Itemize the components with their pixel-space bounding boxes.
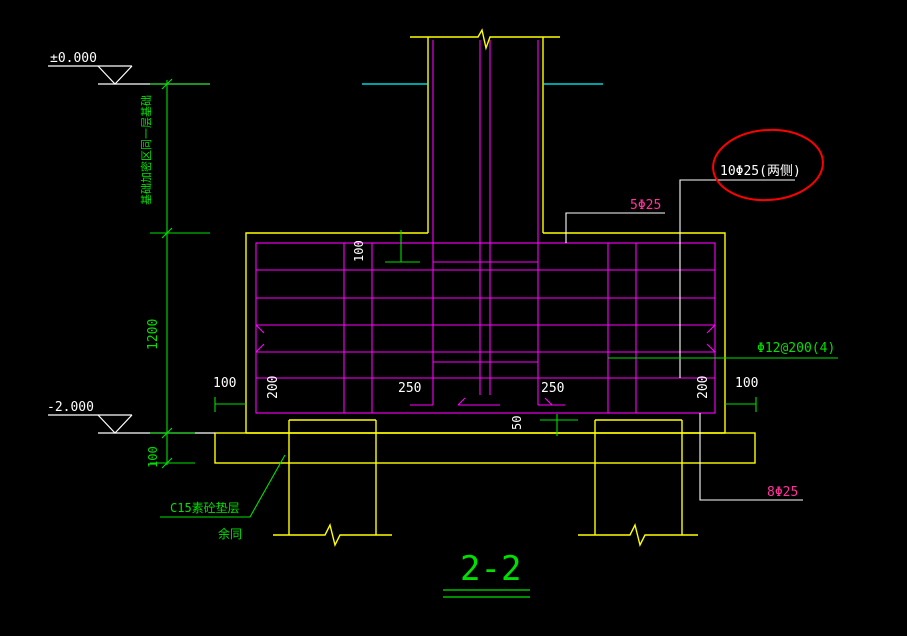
side-bars-leader [679, 179, 795, 378]
rebar-cage [255, 40, 716, 414]
elevation-marker-ground [48, 65, 210, 85]
vertical-note: 基础加密区同一层基础 [139, 95, 153, 205]
top-cover-label: 100 [352, 240, 366, 262]
elevation-marker-bottom [48, 414, 215, 434]
same-as-label: 余同 [218, 526, 242, 541]
left-offset-label: 100 [213, 376, 236, 391]
elevation-label-bottom: -2.000 [47, 400, 94, 415]
bottom-cover-dimension [540, 414, 578, 436]
elevation-label-ground: ±0.000 [50, 51, 97, 66]
piles [273, 419, 698, 548]
section-title: 2-2 [460, 549, 521, 589]
right-col-label: 200 [696, 376, 711, 399]
top-bars-label: 5Φ25 [630, 198, 661, 213]
vertical-dimension-chain [150, 78, 210, 469]
bottom-bars-leader [699, 413, 803, 501]
bottom-bars-label: 8Φ25 [767, 485, 798, 500]
top-cover-dimension [385, 230, 420, 263]
section-title-underline [443, 589, 530, 598]
right-offset-label: 100 [735, 376, 758, 391]
side-bars-label: 10Φ25(两侧) [720, 164, 801, 179]
mid-right-label: 250 [541, 381, 564, 396]
cushion-layer-label: C15素砼垫层 [170, 500, 240, 515]
cushion-leader [160, 454, 286, 518]
height-100-label: 100 [146, 446, 160, 468]
column-outline [410, 28, 560, 233]
stirrups-label: Φ12@200(4) [757, 341, 835, 356]
left-col-label: 200 [266, 376, 281, 399]
mid-left-label: 250 [398, 381, 421, 396]
height-1200-label: 1200 [146, 319, 161, 350]
pile-cap-outline [214, 232, 756, 464]
side-offset-dimensions [214, 397, 757, 412]
bottom-cover-label: 50 [510, 416, 524, 430]
top-bars-leader [565, 212, 665, 243]
highlight-circle [712, 128, 824, 202]
